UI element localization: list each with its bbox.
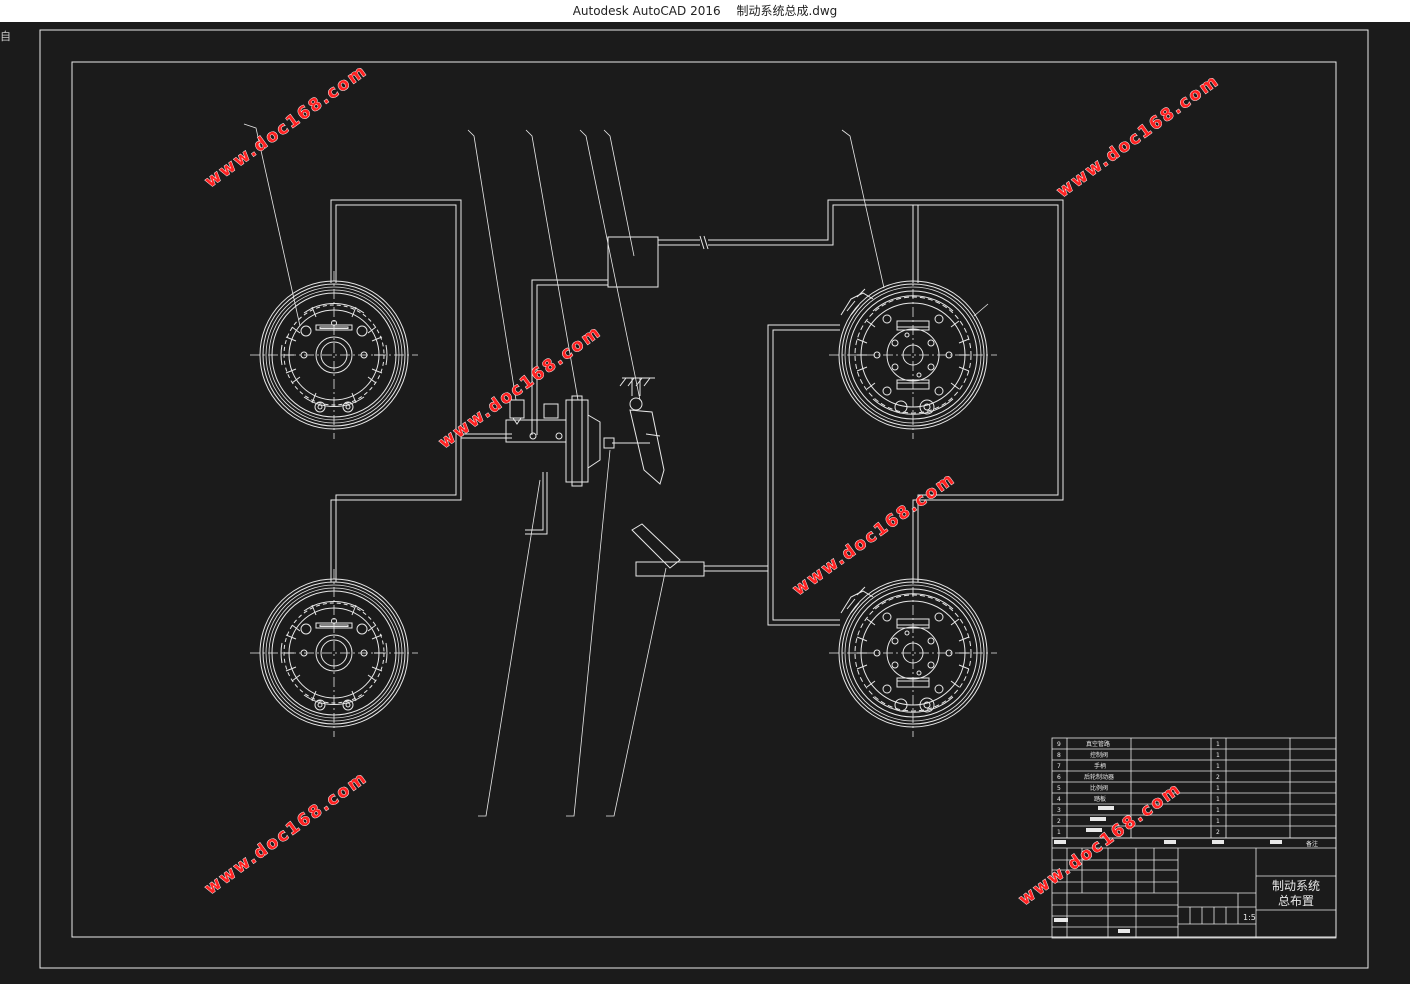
part-no: 5: [1057, 785, 1061, 792]
part-no: 3: [1057, 807, 1061, 814]
drawing-scale: 1:5: [1243, 913, 1256, 922]
part-qty: 1: [1216, 818, 1220, 825]
rear-left-brake-drum: [249, 568, 419, 738]
watermark-text: www.doc168.com: [1053, 71, 1223, 202]
part-qty: 2: [1216, 774, 1220, 781]
part-no: 6: [1057, 774, 1061, 781]
part-no: 1: [1057, 829, 1061, 836]
drawing-title-line2: 总布置: [1278, 894, 1314, 908]
part-no: 4: [1057, 796, 1061, 803]
part-no: 2: [1057, 818, 1061, 825]
watermark-text: www.doc168.com: [789, 469, 959, 600]
rear-right-brake-disc: [828, 568, 998, 738]
file-name: 制动系统总成.dwg: [736, 4, 838, 18]
watermarks: www.doc168.com www.doc168.com www.doc168…: [201, 60, 1224, 910]
brake-pipelines: [330, 199, 1064, 626]
part-name: 踏板: [1094, 795, 1106, 803]
cad-drawing-canvas[interactable]: 9 真空管路 1 8 控制阀 1 7 手柄 1 6 后轮制动器 2 5 比例阀 …: [0, 22, 1410, 984]
part-leader-lines: [243, 123, 989, 817]
master-cylinder-booster-assembly: [505, 236, 705, 577]
part-name: 控制阀: [1090, 751, 1108, 759]
part-qty: 1: [1216, 741, 1220, 748]
part-no: 8: [1057, 752, 1061, 759]
remark-header: 备注: [1306, 840, 1318, 848]
part-name: 真空管路: [1086, 740, 1110, 748]
sheet-outer-border: [39, 29, 1369, 969]
part-name: 比例阀: [1090, 784, 1108, 792]
part-qty: 1: [1216, 796, 1220, 803]
front-right-brake-disc: [828, 270, 998, 440]
watermark-text: www.doc168.com: [201, 61, 371, 192]
window-title-bar: Autodesk AutoCAD 2016 制动系统总成.dwg: [0, 0, 1410, 22]
front-left-brake-drum: [249, 270, 419, 440]
part-no: 7: [1057, 763, 1061, 770]
part-no: 9: [1057, 741, 1061, 748]
part-qty: 1: [1216, 752, 1220, 759]
part-qty: 1: [1216, 763, 1220, 770]
drawing-title-line1: 制动系统: [1272, 879, 1320, 893]
part-qty: 2: [1216, 829, 1220, 836]
drawing-inner-border: [71, 61, 1337, 938]
app-title: Autodesk AutoCAD 2016: [572, 4, 721, 18]
part-qty: 1: [1216, 807, 1220, 814]
part-qty: 1: [1216, 785, 1220, 792]
part-name: 手柄: [1094, 762, 1106, 770]
corner-glyph: 自: [0, 30, 11, 43]
title-block-filled-marks: [1054, 806, 1282, 933]
watermark-text: www.doc168.com: [201, 768, 371, 899]
parts-list: 9 真空管路 1 8 控制阀 1 7 手柄 1 6 后轮制动器 2 5 比例阀 …: [1057, 740, 1318, 848]
part-name: 后轮制动器: [1084, 773, 1114, 781]
title-block: [1051, 737, 1337, 939]
